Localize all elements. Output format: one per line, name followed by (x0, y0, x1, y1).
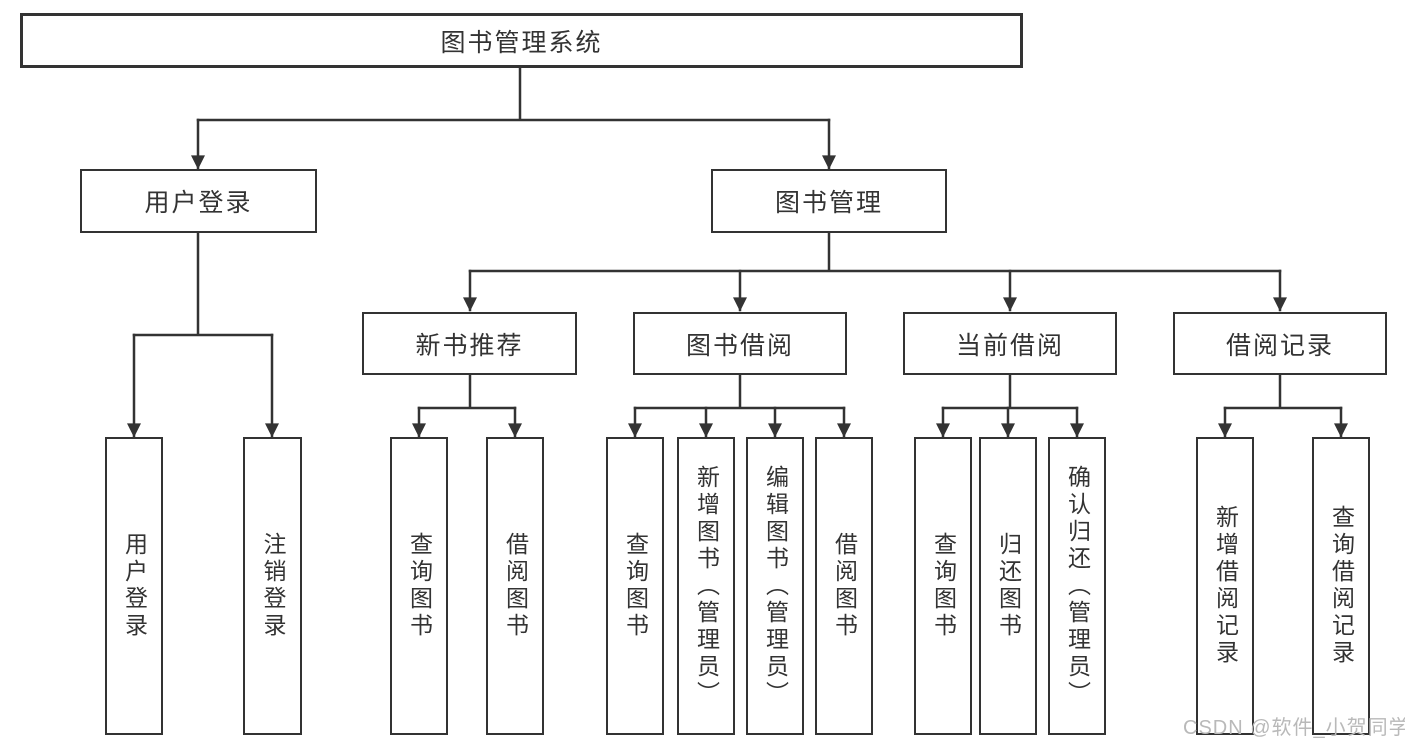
csdn-watermark: CSDN @软件_小贺同学 (1183, 717, 1405, 739)
leaf-label: 查询借阅记录 (1328, 505, 1355, 667)
node-leaf-return-books: 归还图书 (979, 437, 1037, 735)
leaf-label: 编辑图书（管理员） (762, 464, 789, 708)
node-current-borrowing: 当前借阅 (903, 312, 1117, 375)
node-leaf-user-login: 用户登录 (105, 437, 163, 735)
connector-trunks (132, 66, 1343, 410)
node-leaf-borrow-books-borrowing: 借阅图书 (815, 437, 873, 735)
node-new-book-recommendation: 新书推荐 (362, 312, 577, 375)
leaf-label: 查询图书 (622, 532, 649, 640)
node-borrowing-records: 借阅记录 (1173, 312, 1387, 375)
node-user-login: 用户登录 (80, 169, 317, 233)
leaf-label: 归还图书 (995, 532, 1022, 640)
node-library-management-system: 图书管理系统 (20, 13, 1023, 68)
leaf-label: 用户登录 (121, 532, 148, 640)
node-leaf-borrow-books-recommend: 借阅图书 (486, 437, 544, 735)
node-leaf-add-books-admin: 新增图书（管理员） (677, 437, 735, 735)
node-leaf-edit-books-admin: 编辑图书（管理员） (746, 437, 804, 735)
leaf-label: 借阅图书 (831, 532, 858, 640)
node-leaf-query-books-current: 查询图书 (914, 437, 972, 735)
leaf-label: 新增借阅记录 (1212, 505, 1239, 667)
node-book-management: 图书管理 (711, 169, 947, 233)
node-leaf-query-books-recommend: 查询图书 (390, 437, 448, 735)
leaf-label: 确认归还（管理员） (1064, 464, 1091, 708)
leaf-label: 查询图书 (930, 532, 957, 640)
leaf-label: 新增图书（管理员） (693, 464, 720, 708)
node-leaf-query-books-borrowing: 查询图书 (606, 437, 664, 735)
node-leaf-logout: 注销登录 (243, 437, 302, 735)
leaf-label: 借阅图书 (502, 532, 529, 640)
leaf-label: 查询图书 (406, 532, 433, 640)
node-leaf-confirm-return-admin: 确认归还（管理员） (1048, 437, 1106, 735)
leaf-label: 注销登录 (260, 532, 286, 640)
node-leaf-add-borrow-record: 新增借阅记录 (1196, 437, 1254, 735)
node-leaf-query-borrow-record: 查询借阅记录 (1312, 437, 1370, 735)
node-book-borrowing: 图书借阅 (633, 312, 847, 375)
